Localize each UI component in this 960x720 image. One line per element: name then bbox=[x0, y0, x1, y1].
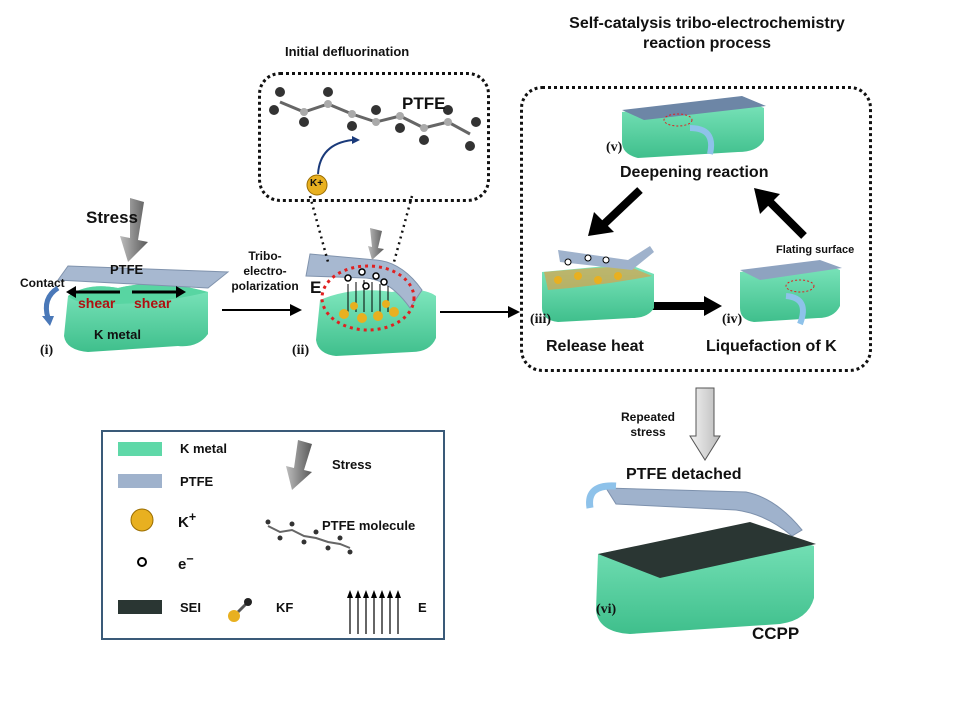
legend-electron-label: e− bbox=[178, 552, 194, 573]
repeated-stress-arrow-icon bbox=[689, 387, 721, 461]
initial-defluorination-title: Initial defluorination bbox=[285, 44, 410, 59]
legend-ptfe-label: PTFE bbox=[180, 474, 214, 489]
legend-k-ion-icon bbox=[130, 508, 154, 532]
shear-left-label: shear bbox=[78, 295, 116, 311]
flating-surface-label: Flating surface bbox=[776, 244, 855, 256]
roman-vi: (vi) bbox=[596, 602, 617, 617]
k-ion-icon bbox=[306, 174, 328, 196]
legend-sei-label: SEI bbox=[180, 600, 201, 615]
shear-right-label: shear bbox=[134, 295, 172, 311]
contact-curved-arrow-icon bbox=[42, 285, 60, 326]
ptfe-sheet-ii bbox=[305, 253, 423, 309]
label-line-2: electro- bbox=[243, 264, 287, 278]
self-catalysis-box bbox=[520, 86, 872, 372]
roman-v: (v) bbox=[606, 140, 623, 155]
legend-kf-label: KF bbox=[276, 600, 294, 615]
legend-kf-icon bbox=[228, 598, 252, 622]
roman-iv: (iv) bbox=[722, 312, 743, 327]
legend-ptfe-molecule-label: PTFE molecule bbox=[322, 518, 416, 533]
label-line-3: polarization bbox=[231, 279, 299, 293]
self-catalysis-title: Self-catalysis tribo-electrochemistry re… bbox=[522, 14, 892, 54]
legend-sei-swatch bbox=[118, 600, 162, 614]
legend-k-metal-label: K metal bbox=[180, 441, 227, 456]
field-circle bbox=[320, 264, 416, 332]
roman-i: (i) bbox=[40, 343, 54, 358]
title-line-1: Self-catalysis tribo-electrochemistry bbox=[569, 15, 845, 32]
legend-field-icon bbox=[347, 590, 401, 634]
contact-label: Contact bbox=[20, 276, 65, 290]
ccpp-label: CCPP bbox=[752, 624, 800, 643]
cycle-arrow-right-icon bbox=[652, 296, 722, 316]
stress-arrow-icon bbox=[120, 198, 148, 262]
liquefaction-label: Liquefaction of K bbox=[706, 338, 837, 355]
repeated-stress-label: Repeated stress bbox=[616, 410, 680, 440]
release-heat-label: Release heat bbox=[546, 338, 644, 355]
arrow-i-to-ii-icon bbox=[222, 304, 302, 316]
stage-v-curved-arrow-icon bbox=[689, 125, 714, 155]
stress-label: Stress bbox=[86, 208, 138, 227]
polarization-region bbox=[320, 264, 416, 332]
legend-ptfe-molecule-icon bbox=[265, 519, 353, 555]
zoom-connector-lines bbox=[308, 195, 414, 263]
tribo-electro-polarization-label: Tribo- electro- polarization bbox=[224, 249, 306, 294]
k-ion-label: K+ bbox=[310, 178, 324, 189]
shear-arrows-icon bbox=[66, 286, 186, 298]
e-sup: − bbox=[186, 552, 194, 566]
k-sup: + bbox=[188, 510, 197, 524]
legend-k-metal-swatch bbox=[118, 442, 162, 456]
legend-k-ion-label: K+ bbox=[178, 510, 196, 531]
legend-field-label: E bbox=[418, 600, 427, 615]
k-metal-block-ii bbox=[316, 289, 436, 356]
detached-ptfe-sheet bbox=[586, 482, 803, 537]
electron-icons bbox=[344, 268, 388, 290]
k-ion-icons bbox=[339, 300, 399, 323]
k-metal-label-i: K metal bbox=[94, 327, 141, 342]
roman-iii: (iii) bbox=[530, 312, 551, 327]
label-line-1: Tribo- bbox=[248, 249, 282, 263]
k-text: K bbox=[178, 514, 189, 531]
legend-electron-icon bbox=[137, 557, 147, 567]
title-line-2: reaction process bbox=[642, 35, 772, 52]
stage-iv-block bbox=[740, 260, 842, 322]
repeated-line-2: stress bbox=[630, 425, 666, 439]
defluorination-box bbox=[258, 72, 490, 202]
ccpp-block bbox=[596, 522, 816, 634]
legend-ptfe-swatch bbox=[118, 474, 162, 488]
ptfe-label-i: PTFE bbox=[110, 262, 144, 277]
repeated-line-1: Repeated bbox=[620, 410, 676, 424]
ptfe-detached-label: PTFE detached bbox=[626, 466, 742, 483]
cycle-arrow-up-left-icon bbox=[754, 188, 807, 239]
stage-iii-block bbox=[542, 246, 654, 322]
legend-stress-arrow-icon bbox=[286, 440, 312, 490]
stress-arrow-ii-icon bbox=[368, 228, 384, 260]
arrow-ii-to-cycle-icon bbox=[440, 306, 520, 318]
deepening-reaction-label: Deepening reaction bbox=[620, 164, 769, 181]
ptfe-molecule-chain-icon bbox=[269, 87, 481, 151]
e-text: e bbox=[178, 556, 187, 573]
cycle-arrow-down-left-icon bbox=[588, 187, 643, 236]
field-label-ii: E bbox=[310, 278, 322, 297]
k-ion-attack-arrow-icon bbox=[317, 136, 360, 175]
legend-stress-label: Stress bbox=[332, 457, 372, 472]
roman-ii: (ii) bbox=[292, 343, 310, 358]
ptfe-sheet-i bbox=[57, 265, 230, 289]
stage-iv-curved-arrow-icon bbox=[785, 293, 806, 326]
ptfe-label-molecule: PTFE bbox=[402, 94, 446, 113]
k-metal-block-i bbox=[64, 283, 208, 352]
